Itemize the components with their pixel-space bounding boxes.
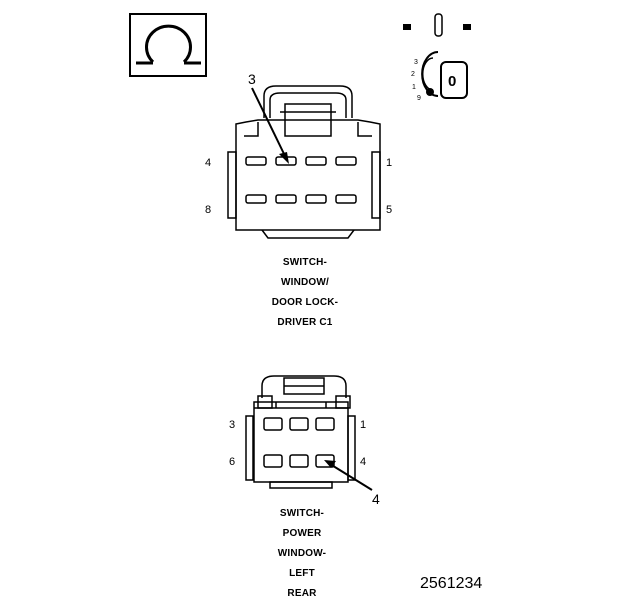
key-position-label: 1 (412, 84, 416, 91)
caption-line: SWITCH- (279, 508, 325, 519)
caption-line: WINDOW- (277, 548, 327, 559)
callout-arrow-rear (324, 460, 373, 491)
pin-label-c1: 1 (386, 157, 392, 169)
pin-label-rear: 6 (229, 456, 235, 468)
pin-label-rear: 4 (360, 456, 366, 468)
key-letter: 0 (448, 73, 456, 90)
caption-line: SWITCH- (282, 257, 328, 268)
caption-rear: SWITCH- POWER WINDOW- LEFT REAR (230, 504, 374, 604)
connector-rear (245, 375, 356, 489)
pin-label-rear: 3 (229, 419, 235, 431)
callout-arrow-c1 (251, 87, 289, 164)
caption-line: DRIVER C1 (277, 317, 333, 328)
caption-line: POWER (282, 528, 322, 539)
key-position-label: 3 (414, 59, 418, 66)
key-position-label: 9 (417, 95, 421, 102)
caption-line: WINDOW/ (280, 277, 330, 288)
caption-c1: SWITCH- WINDOW/ DOOR LOCK- DRIVER C1 (230, 253, 380, 333)
caption-line: LEFT (289, 568, 315, 579)
pin-label-c1: 5 (386, 204, 392, 216)
caption-line: REAR (287, 588, 317, 599)
pin-label-rear: 1 (360, 419, 366, 431)
callout-rear: 4 (372, 491, 380, 507)
caption-line: DOOR LOCK- (271, 297, 339, 308)
connector-c1 (227, 85, 381, 239)
pin-label-c1: 8 (205, 204, 211, 216)
callout-c1: 3 (248, 71, 256, 87)
key-position-label: 2 (411, 71, 415, 78)
key-ring-icon: 3 2 1 9 0 (403, 13, 471, 102)
figure-number: 2561234 (420, 575, 483, 592)
pin-label-c1: 4 (205, 157, 211, 169)
omega-symbol-icon (129, 13, 207, 77)
